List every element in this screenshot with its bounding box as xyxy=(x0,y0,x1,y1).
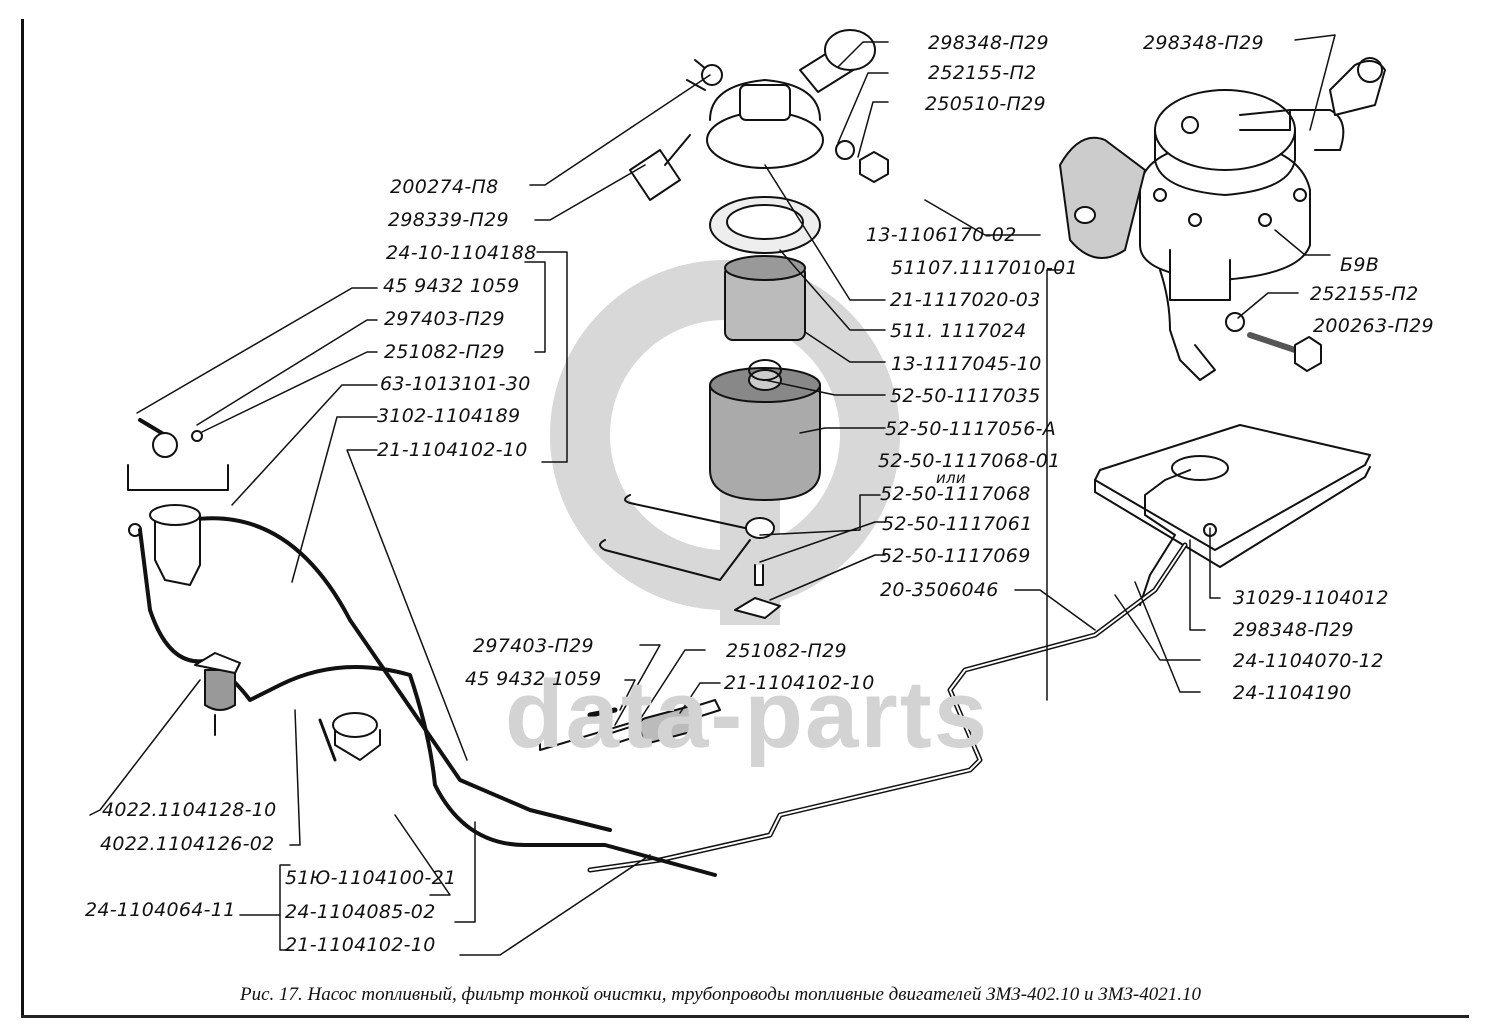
label-pump: Б9В xyxy=(1340,254,1380,276)
washer-nut-illustration xyxy=(835,140,889,183)
label-filter-bolt: 200274-П8 xyxy=(390,176,499,198)
label-return-hose: 21-1104102-10 xyxy=(285,934,436,956)
label-rear-tube: 24-1104070-12 xyxy=(1233,650,1384,672)
supply-fuel-line xyxy=(188,516,612,832)
carburetor-illustration xyxy=(128,504,201,586)
pump-bolt-illustration xyxy=(1225,312,1322,372)
label-filter-bowl: 52-50-1117056-А xyxy=(885,418,1057,440)
label-filter-stud: 52-50-1117061 xyxy=(882,513,1033,535)
label-pump-bolt: 200263-П29 xyxy=(1313,315,1434,337)
label-pump-fitting: 298348-П29 xyxy=(1143,32,1264,54)
fuel-tank-illustration xyxy=(1094,424,1371,606)
small-pump-illustration xyxy=(318,712,381,762)
pump-gasket-illustration xyxy=(1059,136,1146,259)
label-tank-fitting: 298348-П29 xyxy=(1233,619,1354,641)
wingnut-illustration xyxy=(734,597,781,619)
label-filter-wingnut: 52-50-1117069 xyxy=(880,545,1031,567)
label-clamp-bolt-left: 45 9432 1059 xyxy=(383,275,520,297)
fuel-pump-illustration xyxy=(1139,57,1386,381)
label-filter-washer: 252155-П2 xyxy=(928,62,1037,84)
frame-border-left xyxy=(21,19,24,1017)
label-filter-gasket: 511. 1117024 xyxy=(890,320,1027,342)
label-filter-adapter: 298339-П29 xyxy=(388,209,509,231)
filter-bracket-illustration xyxy=(599,494,751,581)
adapter-fitting-illustration xyxy=(629,134,691,201)
label-filter-top-fitting: 298348-П29 xyxy=(928,32,1049,54)
figure-caption: Рис. 17. Насос топливный, фильтр тонкой … xyxy=(240,984,1202,1005)
label-clamp-assembly: 24-10-1104188 xyxy=(386,242,537,264)
clamp-mid-illustration xyxy=(539,699,721,751)
label-sediment-filter: 4022.1104128-10 xyxy=(102,799,277,821)
label-filter-assembly: 51107.1117010-01 xyxy=(891,257,1078,279)
label-hose-line: 3102-1104189 xyxy=(377,405,521,427)
label-sediment-tube: 4022.1104126-02 xyxy=(100,833,275,855)
frame-border-bottom xyxy=(21,1015,1469,1018)
label-tank-intake: 31029-1104012 xyxy=(1233,587,1389,609)
label-mid-clamp-nut: 297403-П29 xyxy=(473,635,594,657)
label-tank-line: 63-1013101-30 xyxy=(380,373,531,395)
label-filter-nut: 250510-П29 xyxy=(925,93,1046,115)
filter-head-illustration xyxy=(686,29,876,169)
label-filter-spring: 52-50-1117035 xyxy=(890,385,1041,407)
label-filter-bracket-b: 52-50-1117068 xyxy=(880,483,1031,505)
label-filter-cover: 21-1117020-03 xyxy=(890,289,1041,311)
label-return-assembly: 24-1104064-11 xyxy=(85,899,236,921)
watermark-text: data-parts xyxy=(505,661,990,768)
filter-element-illustration xyxy=(724,255,806,341)
label-clamp-nut-left: 251082-П29 xyxy=(384,341,505,363)
clamp-left-illustration xyxy=(127,418,229,491)
label-filter-bracket-a: 52-50-1117068-01 xyxy=(878,450,1061,472)
label-or: или xyxy=(936,469,966,487)
label-mid-clamp-bolt: 45 9432 1059 xyxy=(465,668,602,690)
label-pump-gasket: 13-1106170-02 xyxy=(866,224,1017,246)
filter-bowl-illustration xyxy=(709,359,821,501)
label-mid-hose: 21-1104102-10 xyxy=(724,672,875,694)
leader-lines xyxy=(89,34,1336,956)
label-hose-left: 21-1104102-10 xyxy=(377,439,528,461)
label-pump-washer: 252155-П2 xyxy=(1310,283,1419,305)
sediment-filter-illustration xyxy=(194,652,241,736)
label-mid-clamp-washer: 251082-П29 xyxy=(726,640,847,662)
label-filter-element: 13-1117045-10 xyxy=(891,353,1042,375)
label-clamp-left: 297403-П29 xyxy=(384,308,505,330)
label-return-tube-b: 24-1104085-02 xyxy=(285,901,436,923)
label-return-tube-a: 51Ю-1104100-21 xyxy=(285,867,457,889)
label-rear-hose: 24-1104190 xyxy=(1233,682,1352,704)
filter-stud-illustration xyxy=(754,564,764,586)
label-tube-clip: 20-3506046 xyxy=(880,579,999,601)
